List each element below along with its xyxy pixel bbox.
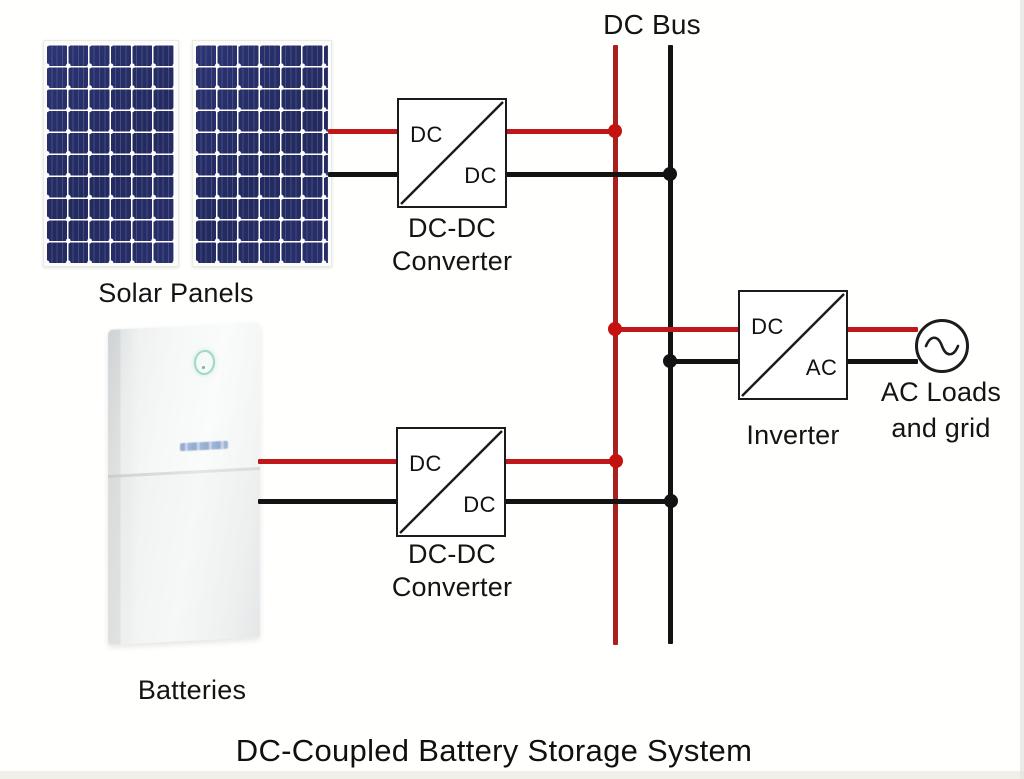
junction-dot-pv-negative (663, 167, 677, 181)
battery-led-indicator (194, 349, 215, 376)
inverter-output-label: AC (805, 355, 838, 381)
pv-converter-caption-line2: Converter (391, 246, 513, 276)
battery-converter-output-label: DC (463, 492, 496, 518)
battery-lower-section (108, 470, 260, 645)
ac-loads-label-line2: and grid (891, 413, 991, 443)
battery-converter-caption: DC-DC Converter (352, 538, 552, 604)
pv-converter-input-label: DC (410, 121, 443, 147)
pv-converter-output-label: DC (464, 163, 497, 189)
inverter-caption: Inverter (746, 420, 840, 450)
pv-positive-wire (328, 129, 398, 134)
page-edge-right (1020, 0, 1024, 779)
batteries-label: Batteries (137, 675, 247, 705)
junction-dot-battery-positive (609, 454, 623, 468)
solar-panels-label: Solar Panels (98, 278, 254, 308)
diagram-title: DC-Coupled Battery Storage System (235, 733, 753, 768)
ac-loads-label: AC Loads and grid (841, 374, 1024, 446)
inverter-to-ac-positive-wire (847, 327, 918, 332)
ac-loads-label-line1: AC Loads (880, 377, 1002, 407)
ac-grid-source-circle (915, 319, 969, 373)
converter-diagonal-icon (399, 430, 503, 534)
dc-bus-label: DC Bus (603, 9, 701, 40)
pv-converter-negative-wire (506, 172, 673, 177)
bus-to-inverter-negative-wire (670, 359, 739, 364)
battery-converter-caption-line1: DC-DC (408, 539, 496, 569)
battery-converter-caption-line2: Converter (391, 572, 513, 602)
battery-dc-dc-converter-box: DC DC (396, 427, 506, 537)
junction-dot-inverter-negative (663, 354, 677, 368)
inverter-to-ac-negative-wire (847, 359, 918, 364)
battery-positive-wire (258, 459, 397, 464)
junction-dot-battery-negative (664, 494, 678, 508)
pv-converter-caption-line1: DC-DC (408, 213, 496, 243)
dc-bus-positive-line (613, 45, 618, 645)
battery-converter-positive-wire (505, 459, 618, 464)
pv-dc-dc-converter-box: DC DC (397, 98, 507, 208)
battery-unit (108, 321, 260, 645)
inverter-box: DC AC (738, 290, 848, 400)
battery-body (108, 321, 260, 645)
junction-dot-inverter-positive (608, 322, 622, 336)
bus-to-inverter-positive-wire (615, 327, 739, 332)
pv-negative-wire (328, 172, 398, 177)
junction-dot-pv-positive (608, 124, 622, 138)
battery-negative-wire (258, 499, 397, 504)
pv-converter-positive-wire (506, 129, 618, 134)
sine-wave-icon (924, 336, 960, 356)
solar-panel-cells (47, 44, 175, 263)
solar-panel-cells (196, 44, 328, 263)
solar-panel-right (192, 40, 332, 267)
page-edge-bottom (0, 771, 1024, 779)
solar-panel-left (43, 40, 179, 267)
battery-brand-logo (180, 440, 228, 452)
dc-bus-negative-line (668, 45, 673, 644)
battery-converter-input-label: DC (409, 450, 442, 476)
converter-diagonal-icon (400, 101, 504, 205)
pv-converter-caption: DC-DC Converter (352, 212, 552, 278)
battery-converter-negative-wire (505, 499, 673, 504)
converter-diagonal-icon (741, 293, 845, 397)
inverter-input-label: DC (751, 313, 784, 339)
